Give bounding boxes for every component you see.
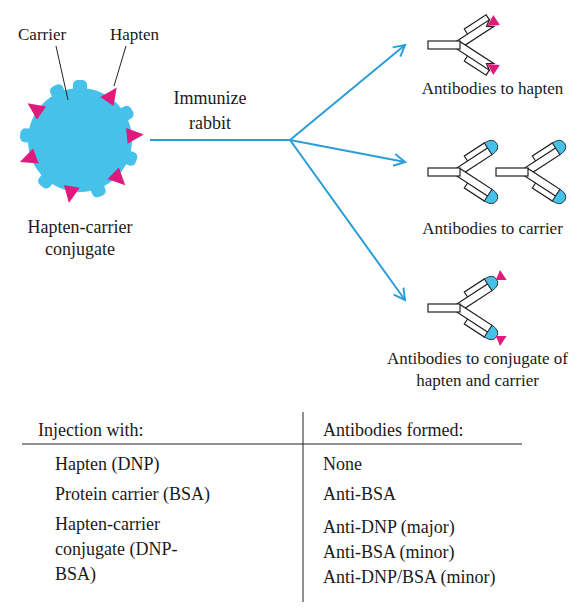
table-cell: Protein carrier (BSA) xyxy=(55,482,285,507)
node-caption: Antibodies to conjugate of hapten and ca… xyxy=(375,348,580,392)
conjugate-blob xyxy=(17,80,144,204)
connector-layer xyxy=(150,45,405,300)
immunize-arrow xyxy=(150,140,405,162)
table-cell: Anti-DNP/BSA (minor) xyxy=(323,565,553,590)
arrow-label: Immunize rabbit xyxy=(170,86,250,136)
carrier-antibody xyxy=(428,137,500,206)
carrier-antibody xyxy=(496,137,568,206)
table-rule xyxy=(303,412,304,602)
node-caption: Antibodies to carrier xyxy=(405,218,580,240)
conjugate-node: Hapten-carrier conjugate xyxy=(10,80,150,260)
leader-line xyxy=(114,46,126,86)
node-caption: Antibodies to hapten xyxy=(405,78,580,100)
immunize-arrow xyxy=(150,140,405,300)
table-cell: Antibodies formed: xyxy=(323,418,543,443)
table-cell: Injection with: xyxy=(38,418,238,443)
leader-line xyxy=(56,46,68,100)
node-caption: Hapten-carrier conjugate xyxy=(10,216,150,260)
table-cell: Hapten (DNP) xyxy=(55,452,275,477)
conjugate-antibody xyxy=(428,269,507,347)
table-cell: Anti-BSA (minor) xyxy=(323,540,543,565)
part-label: Hapten xyxy=(110,22,190,47)
table-cell: Hapten-carrier conjugate (DNP-BSA) xyxy=(55,512,215,587)
table-cell: None xyxy=(323,452,523,477)
antibody-group: Antibodies to conjugate of hapten and ca… xyxy=(405,272,580,392)
table-cell: Anti-DNP (major) xyxy=(323,515,543,540)
part-label: Carrier xyxy=(18,22,98,47)
antibody-group: Antibodies to hapten xyxy=(405,15,580,100)
hapten-antibody xyxy=(428,12,500,79)
table-rule xyxy=(22,444,522,445)
immunize-arrow xyxy=(150,45,405,140)
antibody-group: Antibodies to carrier xyxy=(405,135,580,240)
table-cell: Anti-BSA xyxy=(323,482,523,507)
